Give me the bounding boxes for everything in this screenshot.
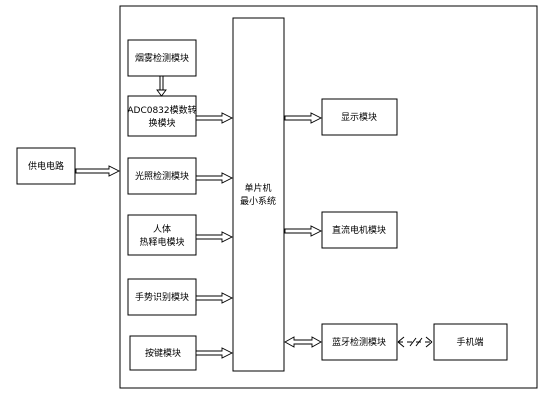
wireless-link-bluetooth-phone	[397, 336, 433, 348]
mcu-label-line2: 最小系统	[240, 195, 276, 207]
arrow-adc-to-mcu	[195, 112, 234, 124]
arrow-smoke-to-adc	[156, 76, 167, 97]
display-label: 显示模块	[341, 111, 377, 123]
adc-module-label-line1: ADC0832模数转	[127, 104, 196, 116]
arrow-mcu-bluetooth-bidirectional	[284, 336, 322, 348]
keys-block: 按键模块	[129, 335, 197, 371]
light-sensor-label: 光照检测模块	[135, 170, 189, 182]
arrow-mcu-to-display	[284, 112, 323, 124]
system-frame	[119, 5, 538, 389]
adc-module-label-line2: 换模块	[148, 117, 175, 129]
pir-sensor-label-line2: 热释电模块	[139, 236, 184, 248]
bluetooth-label: 蓝牙检测模块	[332, 336, 386, 348]
arrow-pir-to-mcu	[195, 231, 234, 243]
arrow-mcu-to-motor	[284, 225, 323, 237]
pir-sensor-block: 人体 热释电模块	[127, 214, 197, 256]
power-supply-label: 供电电路	[28, 160, 64, 172]
display-block: 显示模块	[321, 98, 398, 136]
dc-motor-block: 直流电机模块	[321, 211, 398, 249]
pir-sensor-label-line1: 人体	[153, 223, 171, 235]
light-sensor-block: 光照检测模块	[127, 157, 197, 195]
arrow-power-to-system	[75, 165, 121, 177]
gesture-recognition-block: 手势识别模块	[127, 278, 197, 316]
mcu-label-line1: 单片机	[244, 182, 271, 194]
gesture-recognition-label: 手势识别模块	[135, 291, 189, 303]
smoke-sensor-label: 烟雾检测模块	[135, 52, 189, 64]
mcu-block: 单片机 最小系统	[232, 17, 285, 372]
phone-block: 手机端	[433, 323, 508, 361]
adc-module-block: ADC0832模数转 换模块	[127, 95, 197, 137]
arrow-keys-to-mcu	[195, 347, 234, 359]
arrow-gesture-to-mcu	[195, 292, 234, 304]
dc-motor-label: 直流电机模块	[332, 224, 386, 236]
bluetooth-block: 蓝牙检测模块	[321, 323, 398, 361]
phone-label: 手机端	[456, 336, 483, 348]
smoke-sensor-block: 烟雾检测模块	[127, 39, 197, 77]
keys-label: 按键模块	[145, 347, 181, 359]
arrow-light-to-mcu	[195, 172, 234, 184]
power-supply-block: 供电电路	[16, 147, 76, 185]
